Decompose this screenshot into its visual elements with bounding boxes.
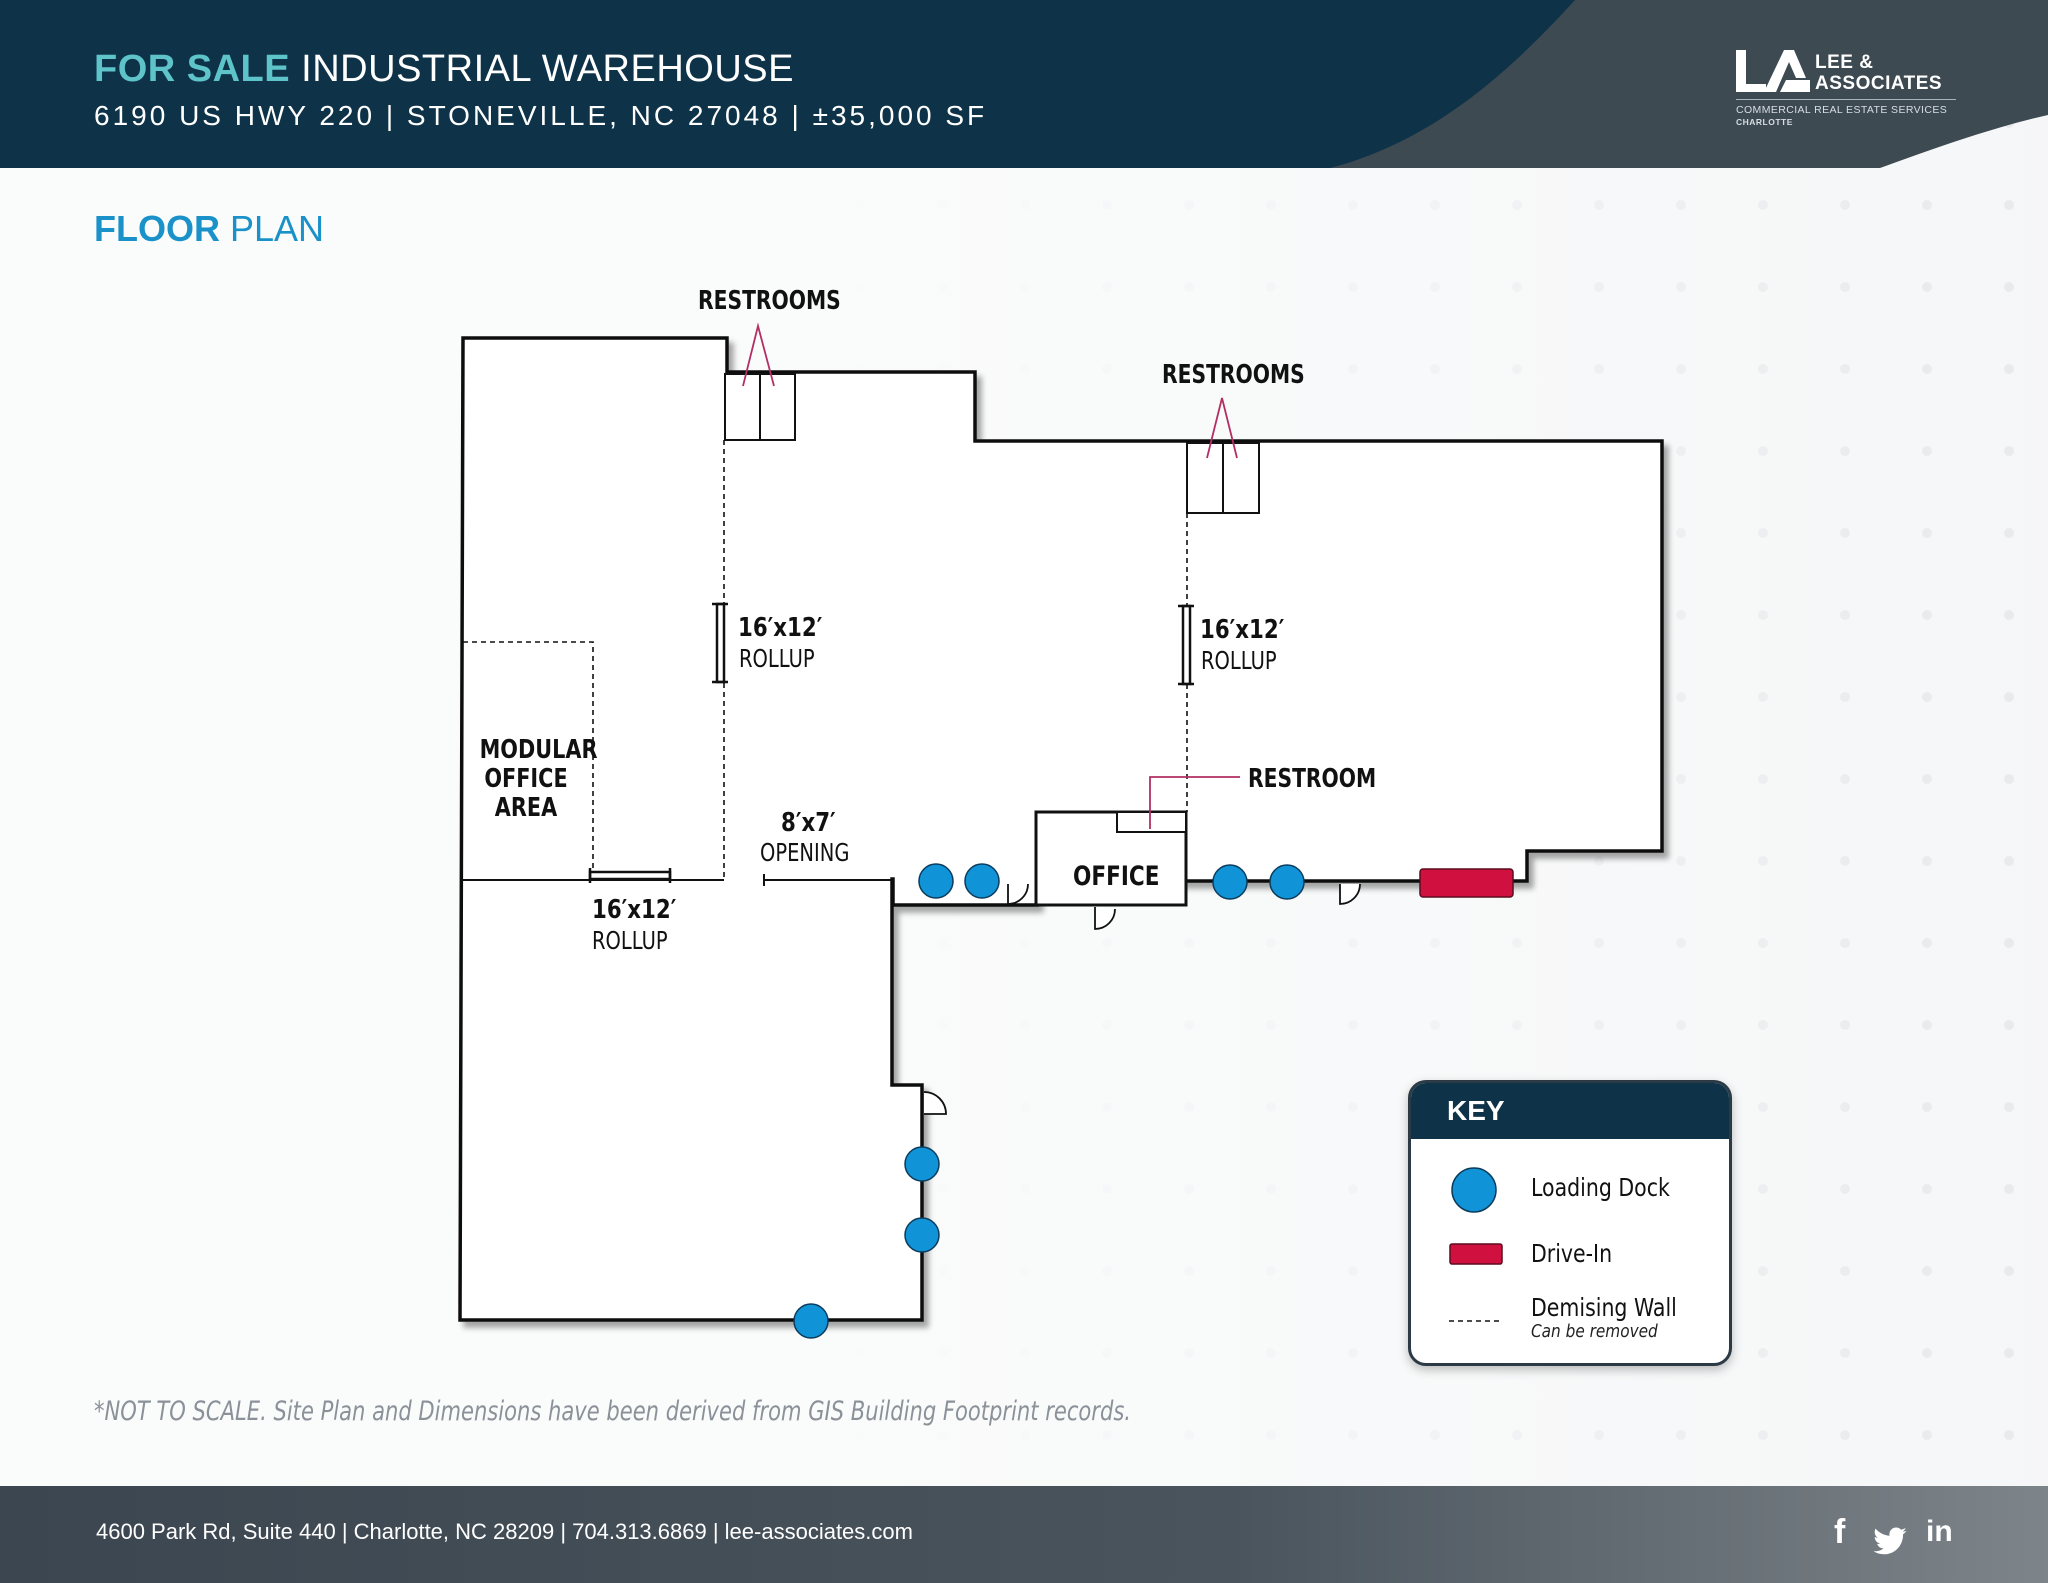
legend-sublabel-demising-wall: Can be removed bbox=[1531, 1321, 1658, 1342]
header-shape bbox=[0, 0, 2048, 168]
company-logo: LEE &ASSOCIATES COMMERCIAL REAL ESTATE S… bbox=[1734, 48, 1974, 130]
demising-wall-icon bbox=[1449, 1320, 1503, 1322]
label-office: OFFICE bbox=[1073, 861, 1160, 892]
man-door-4 bbox=[923, 1091, 947, 1115]
label-restrooms-left: RESTROOMS bbox=[698, 286, 841, 316]
man-door-1 bbox=[1007, 883, 1029, 905]
legend-key: KEY Loading Dock Drive-In Demising Wall … bbox=[1408, 1080, 1732, 1366]
man-door-3 bbox=[1339, 883, 1361, 905]
section-title: FLOOR PLAN bbox=[94, 208, 324, 250]
label-modular-line1: MODULAR bbox=[479, 735, 598, 765]
logo-name: LEE &ASSOCIATES bbox=[1815, 52, 1942, 94]
legend-label-loading-dock: Loading Dock bbox=[1531, 1173, 1670, 1202]
label-modular-line3: AREA bbox=[494, 793, 558, 823]
title-highlight: FOR SALE bbox=[94, 48, 291, 90]
loading-dock bbox=[793, 1303, 829, 1339]
loading-dock bbox=[918, 863, 954, 899]
label-rollup-center-size: 16′x12′ bbox=[738, 613, 823, 643]
section-title-bold: FLOOR bbox=[94, 208, 220, 249]
section-title-rest: PLAN bbox=[219, 208, 325, 249]
label-rollup-right-text: ROLLUP bbox=[1201, 646, 1277, 675]
title-rest: INDUSTRIAL WAREHOUSE bbox=[290, 48, 794, 90]
restrooms-right-fixture bbox=[1186, 442, 1260, 514]
logo-city: CHARLOTTE bbox=[1736, 117, 1793, 127]
label-rollup-left-text: ROLLUP bbox=[592, 926, 668, 955]
loading-dock bbox=[904, 1217, 940, 1253]
linkedin-icon[interactable]: in bbox=[1926, 1515, 1953, 1548]
legend-title: KEY bbox=[1411, 1083, 1729, 1139]
label-rollup-right-size: 16′x12′ bbox=[1200, 615, 1285, 645]
rollup-door-left bbox=[588, 868, 672, 883]
label-modular-office: MODULAR OFFICE AREA bbox=[468, 735, 598, 823]
page-title: FOR SALE INDUSTRIAL WAREHOUSE bbox=[94, 48, 794, 91]
property-address: 6190 US HWY 220 | STONEVILLE, NC 27048 |… bbox=[94, 100, 988, 131]
footer-contact: 4600 Park Rd, Suite 440 | Charlotte, NC … bbox=[96, 1519, 913, 1544]
disclaimer-text: *NOT TO SCALE. Site Plan and Dimensions … bbox=[94, 1396, 1132, 1427]
legend-item-drive-in: Drive-In bbox=[1411, 1231, 1729, 1281]
loading-docks bbox=[793, 863, 1305, 1339]
logo-name-line2: ASSOCIATES bbox=[1815, 73, 1943, 94]
drive-in-door bbox=[1419, 868, 1514, 898]
callout-lines bbox=[742, 322, 1240, 829]
loading-dock bbox=[1269, 864, 1305, 900]
legend-label-demising-wall: Demising Wall bbox=[1531, 1293, 1677, 1322]
label-opening-text: OPENING bbox=[760, 838, 850, 867]
rollup-door-center bbox=[712, 602, 728, 684]
drive-in-icon bbox=[1449, 1243, 1503, 1265]
loading-dock bbox=[904, 1146, 940, 1182]
restroom-single-fixture bbox=[1116, 811, 1187, 833]
legend-item-loading-dock: Loading Dock bbox=[1411, 1165, 1729, 1215]
logo-name-line1: LEE & bbox=[1815, 52, 1874, 73]
legend-item-demising-wall: Demising Wall Can be removed bbox=[1411, 1293, 1729, 1345]
label-rollup-center-text: ROLLUP bbox=[739, 644, 815, 673]
label-restroom-single: RESTROOM bbox=[1248, 764, 1377, 794]
legend-label-drive-in: Drive-In bbox=[1531, 1239, 1613, 1268]
label-restrooms-right: RESTROOMS bbox=[1162, 360, 1305, 390]
twitter-icon[interactable] bbox=[1872, 1520, 1908, 1564]
label-modular-line2: OFFICE bbox=[484, 764, 568, 794]
logo-divider bbox=[1736, 99, 1956, 100]
label-opening-size: 8′x7′ bbox=[781, 808, 836, 838]
footer-shape bbox=[0, 1486, 2048, 1583]
la-monogram-icon bbox=[1736, 50, 1810, 92]
opening-marker bbox=[763, 874, 893, 886]
footer-bar: 4600 Park Rd, Suite 440 | Charlotte, NC … bbox=[0, 1486, 2048, 1583]
restrooms-left-fixture bbox=[724, 373, 796, 441]
facebook-icon[interactable]: f bbox=[1834, 1513, 1846, 1551]
loading-dock bbox=[964, 863, 1000, 899]
loading-dock bbox=[1212, 864, 1248, 900]
header-banner: FOR SALE INDUSTRIAL WAREHOUSE 6190 US HW… bbox=[0, 0, 2048, 168]
loading-dock-icon bbox=[1451, 1167, 1497, 1213]
rollup-door-right bbox=[1178, 604, 1194, 686]
man-door-2 bbox=[1094, 907, 1116, 930]
logo-tagline: COMMERCIAL REAL ESTATE SERVICES bbox=[1736, 104, 1948, 116]
label-rollup-left-size: 16′x12′ bbox=[592, 895, 677, 925]
